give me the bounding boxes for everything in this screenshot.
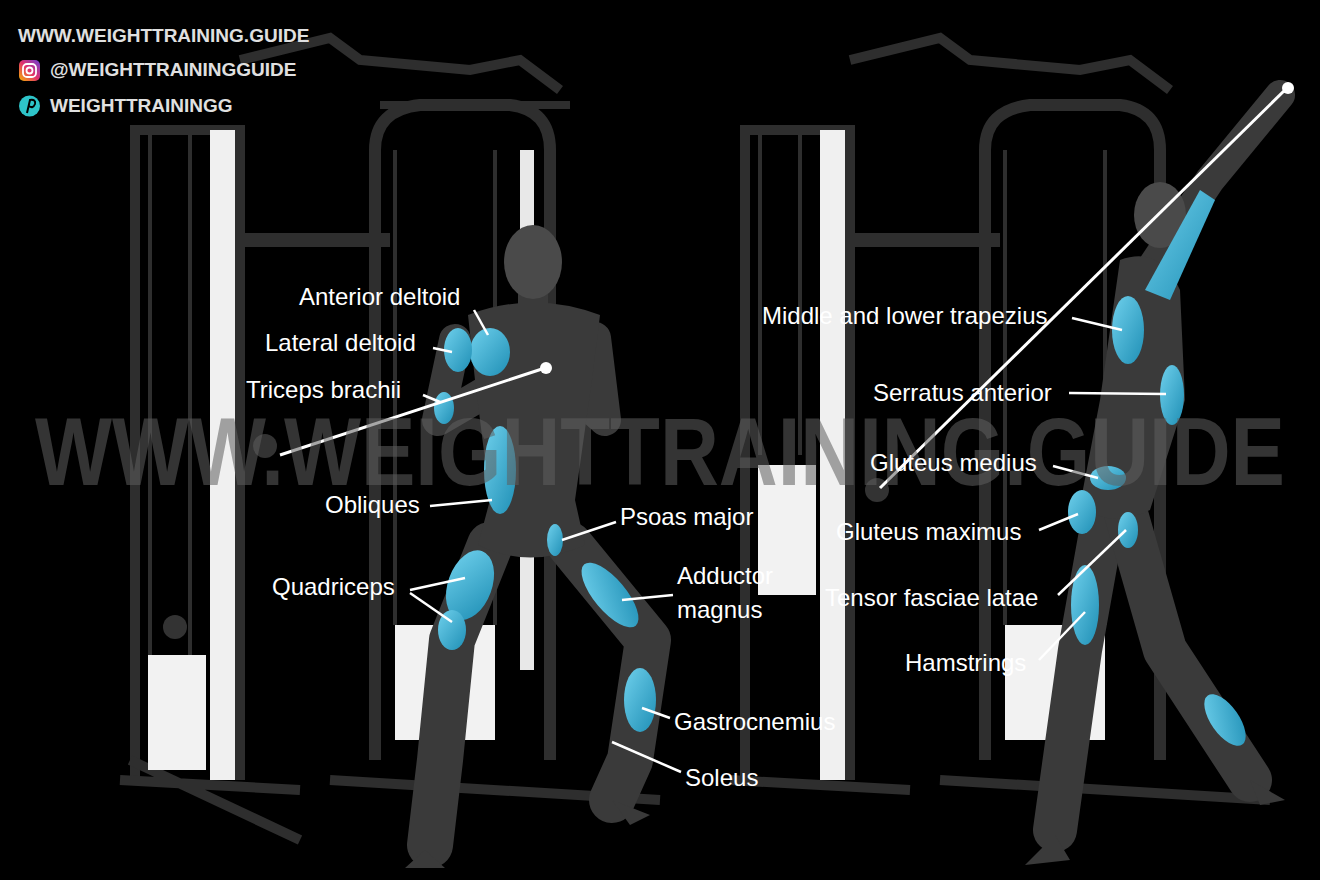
muscle-label: Tensor fasciae latae [825, 584, 1038, 613]
muscle-label: Gluteus medius [870, 449, 1037, 478]
muscle-label: Obliques [325, 491, 420, 520]
figure-side [1025, 780, 1285, 865]
cable-handle [1282, 82, 1294, 94]
social-handle: @WEIGHTTRAININGGUIDE [50, 59, 297, 82]
instagram-icon [27, 68, 33, 74]
pulley [163, 615, 187, 639]
instagram-icon [19, 60, 40, 81]
muscle-label: Triceps brachii [246, 376, 401, 405]
muscle-label: Hamstrings [905, 649, 1026, 678]
muscle-label: Adductor magnus [677, 559, 795, 626]
leader-line [410, 310, 1166, 772]
muscle-highlight [434, 328, 656, 732]
figure-front [504, 225, 562, 299]
social-handle: WEIGHTTRAININGG [50, 95, 233, 118]
muscle-label: Gastrocnemius [674, 708, 835, 737]
instagram-icon [23, 64, 36, 77]
figure-front [405, 800, 650, 868]
muscle-label: Anterior deltoid [299, 283, 460, 312]
muscle-label: Middle and lower trapezius [762, 302, 1047, 331]
watermark: WWW.WEIGHTTRAINING.GUIDE [35, 404, 1285, 500]
muscle-label: Psoas major [620, 503, 753, 532]
pinterest-icon [27, 100, 35, 113]
pinterest-icon [19, 96, 40, 117]
cable-handle [540, 362, 552, 374]
muscle-label: Gluteus maximus [836, 518, 1021, 547]
muscle-label: Serratus anterior [873, 379, 1052, 408]
muscle-label: Soleus [685, 764, 758, 793]
weight-stack [148, 655, 206, 770]
muscle-label: Lateral deltoid [265, 329, 416, 358]
muscle-label: Quadriceps [272, 573, 395, 602]
site-url: WWW.WEIGHTTRAINING.GUIDE [18, 25, 309, 48]
